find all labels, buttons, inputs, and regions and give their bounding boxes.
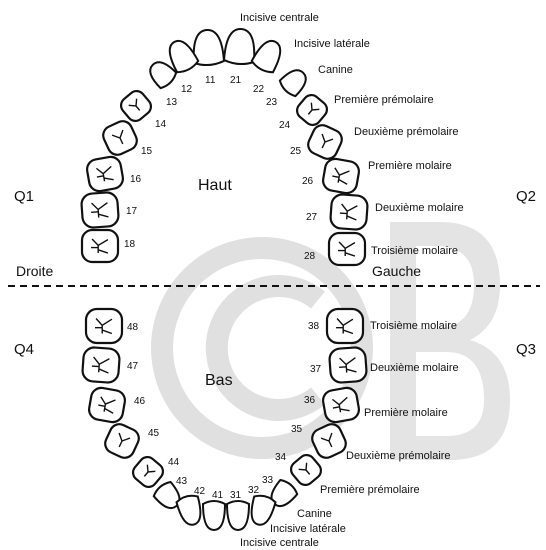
label-lower-lateral-incisor: Incisive latérale xyxy=(270,523,346,535)
tooth-number: 34 xyxy=(275,452,286,463)
label-lower-third-molar: Troisième molaire xyxy=(370,320,457,332)
tooth-number: 41 xyxy=(212,490,223,501)
left-side-label: Gauche xyxy=(372,264,421,279)
label-lower-canine: Canine xyxy=(297,508,332,520)
tooth-number: 47 xyxy=(127,361,138,372)
quadrant-q3-label: Q3 xyxy=(516,342,536,358)
tooth-number: 33 xyxy=(262,475,273,486)
label-upper-third-molar: Troisième molaire xyxy=(371,245,458,257)
label-upper-lateral-incisor: Incisive latérale xyxy=(294,38,370,50)
tooth-number: 44 xyxy=(168,457,179,468)
tooth-number: 45 xyxy=(148,428,159,439)
upper-arch-label: Haut xyxy=(198,177,232,195)
tooth-number: 42 xyxy=(194,486,205,497)
tooth-number: 43 xyxy=(176,476,187,487)
label-upper-second-premolar: Deuxième prémolaire xyxy=(354,126,459,138)
label-upper-first-molar: Première molaire xyxy=(368,160,452,172)
tooth-number: 22 xyxy=(253,84,264,95)
tooth-number: 48 xyxy=(127,322,138,333)
tooth-number: 25 xyxy=(290,146,301,157)
tooth-number: 27 xyxy=(306,212,317,223)
tooth-number: 23 xyxy=(266,97,277,108)
label-upper-first-premolar: Première prémolaire xyxy=(334,94,434,106)
tooth-number: 24 xyxy=(279,120,290,131)
label-upper-canine: Canine xyxy=(318,64,353,76)
tooth-number: 16 xyxy=(130,174,141,185)
label-lower-second-premolar: Deuxième prémolaire xyxy=(346,450,451,462)
tooth-number: 18 xyxy=(124,239,135,250)
tooth-number: 15 xyxy=(141,146,152,157)
right-side-label: Droite xyxy=(16,264,53,279)
tooth-number: 32 xyxy=(248,485,259,496)
tooth-number: 38 xyxy=(308,321,319,332)
label-upper-second-molar: Deuxième molaire xyxy=(375,202,464,214)
quadrant-q2-label: Q2 xyxy=(516,189,536,205)
tooth-number: 26 xyxy=(302,176,313,187)
tooth-number: 36 xyxy=(304,395,315,406)
quadrant-q4-label: Q4 xyxy=(14,342,34,358)
tooth-number: 37 xyxy=(310,364,321,375)
tooth-number: 17 xyxy=(126,206,137,217)
label-upper-central-incisor: Incisive centrale xyxy=(240,12,319,24)
tooth-number: 13 xyxy=(166,97,177,108)
tooth-number: 12 xyxy=(181,84,192,95)
tooth-number: 14 xyxy=(155,119,166,130)
label-lower-first-molar: Première molaire xyxy=(364,407,448,419)
tooth-number: 28 xyxy=(304,251,315,262)
tooth-number: 11 xyxy=(205,75,215,86)
label-lower-second-molar: Deuxième molaire xyxy=(370,362,459,374)
lower-arch-label: Bas xyxy=(205,372,233,390)
tooth-number: 31 xyxy=(230,490,241,501)
label-lower-first-premolar: Première prémolaire xyxy=(320,484,420,496)
tooth-number: 21 xyxy=(230,75,241,86)
label-lower-central-incisor: Incisive centrale xyxy=(240,537,319,549)
tooth-number: 46 xyxy=(134,396,145,407)
quadrant-q1-label: Q1 xyxy=(14,189,34,205)
tooth-number: 35 xyxy=(291,424,302,435)
